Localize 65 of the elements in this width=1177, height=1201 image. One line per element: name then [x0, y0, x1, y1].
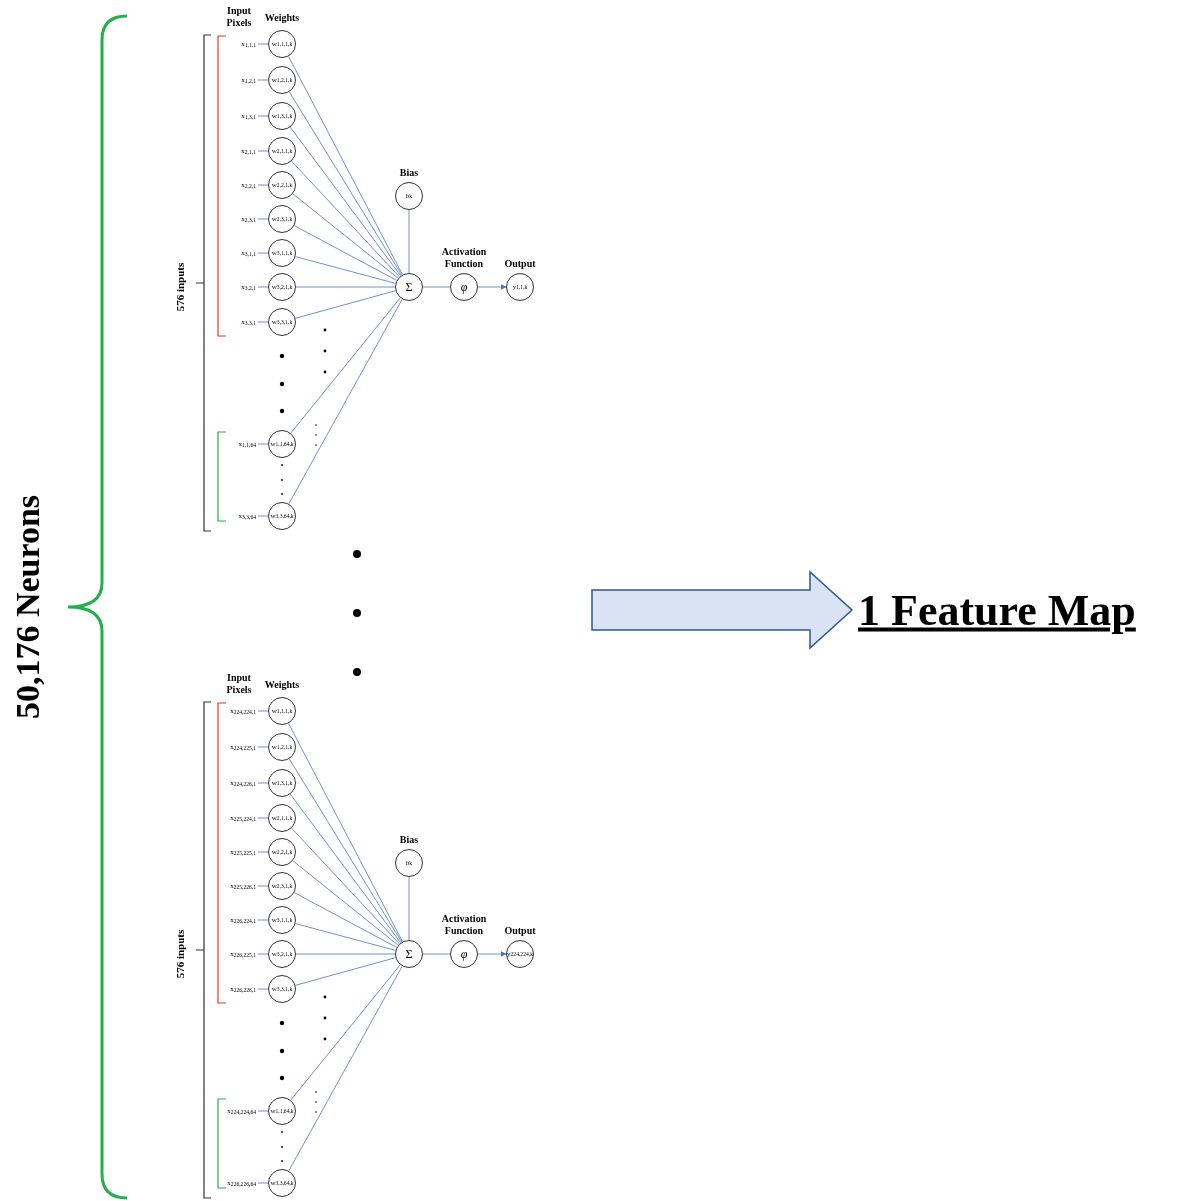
connector-line [257, 184, 269, 186]
connector-line [288, 758, 403, 943]
connector-line [257, 885, 269, 887]
connector-line [288, 56, 403, 275]
connector-line [257, 851, 269, 853]
connector-line [257, 782, 269, 784]
connector-line [290, 964, 401, 1101]
connector-line [293, 892, 398, 948]
connector-line [291, 160, 400, 278]
connector-line [288, 723, 403, 942]
output-title: 1 Feature Map [858, 584, 1136, 636]
connector-line [289, 793, 402, 944]
connector-line [257, 919, 269, 921]
connector-line [289, 126, 402, 277]
connector-line [257, 321, 269, 323]
connector-line [257, 953, 269, 955]
connector-line [293, 225, 398, 281]
connector-line [257, 79, 269, 81]
connector-line [257, 988, 269, 990]
neuron-circle: Σ [395, 940, 423, 968]
connector-line [257, 817, 269, 819]
connector-line [257, 710, 269, 712]
node-heading: Output [503, 925, 537, 937]
node-heading: Bias [398, 834, 420, 846]
connector-line [257, 746, 269, 748]
connector-line [257, 115, 269, 117]
connector-line [295, 923, 396, 951]
connector-line [257, 515, 269, 517]
node-heading: Output [503, 258, 537, 270]
connector-line [295, 286, 396, 288]
connector-line [408, 876, 410, 941]
connector-line [422, 953, 451, 955]
connector-line [288, 298, 403, 505]
connector-line [257, 286, 269, 288]
column-heading: Input Pixels [225, 672, 253, 696]
column-heading: Input Pixels [225, 5, 253, 29]
connector-line [257, 1110, 269, 1112]
connector-line [257, 443, 269, 445]
neuron-circle: Σ [395, 273, 423, 301]
block-arrow [591, 570, 854, 650]
node-heading: Activation Function [440, 246, 488, 270]
node-heading: Bias [398, 167, 420, 179]
connector-line [291, 827, 400, 945]
rotated-label: 576 inputs [174, 929, 186, 979]
connector-line [288, 91, 403, 276]
connector-line [290, 297, 401, 434]
connector-line [292, 193, 399, 279]
neuron-circle: φ [450, 940, 478, 968]
rotated-label: 50,176 Neurons [9, 494, 47, 720]
connector-line [257, 218, 269, 220]
connector-line [257, 43, 269, 45]
connector-line [257, 150, 269, 152]
connector-line [295, 953, 396, 955]
connector-line [288, 965, 403, 1172]
connector-line [292, 860, 399, 946]
connector-line [295, 256, 396, 284]
connector-line [257, 252, 269, 254]
node-heading: Activation Function [440, 913, 488, 937]
connector-line [295, 290, 396, 319]
rotated-label: 576 inputs [174, 262, 186, 312]
connector-line [295, 957, 396, 986]
connector-line [408, 209, 410, 274]
connector-line [257, 1182, 269, 1184]
neuron-circle: φ [450, 273, 478, 301]
connector-line [422, 286, 451, 288]
